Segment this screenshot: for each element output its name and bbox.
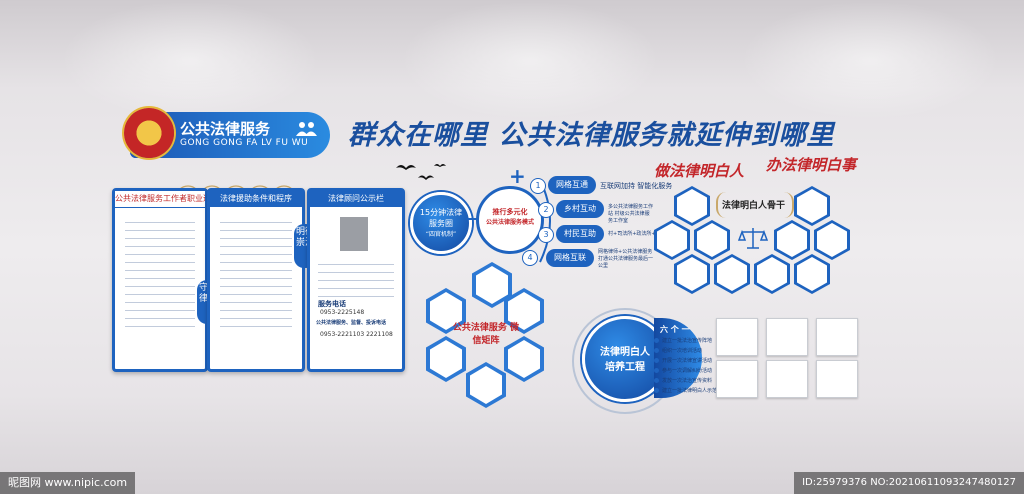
step-3-number: 3	[538, 227, 554, 243]
badge-bracket	[716, 192, 794, 218]
photo-frame-5	[766, 360, 808, 398]
honeycomb-9	[754, 254, 790, 294]
step-4-text: 网格律师+公共法律服务 打通公共法律服务最后一公里	[598, 249, 654, 269]
program-item-6: 建立一批法律明白人示范户	[662, 388, 723, 394]
scales-of-justice-icon	[738, 228, 768, 249]
photo-frame-1	[716, 318, 758, 356]
list-dot-3	[654, 358, 659, 363]
service-circle-line1: 15分钟法律	[419, 208, 463, 217]
watermark-left: 昵图网 www.nipic.com	[0, 472, 136, 494]
program-item-4: 参与一次调解纠纷活动	[662, 368, 713, 374]
connector-line	[466, 218, 478, 220]
ethics-panel-text	[125, 215, 195, 329]
page-title: 群众在哪里 公共法律服务就延伸到哪里	[348, 120, 835, 151]
program-item-5: 发放一次法治宣传资料	[662, 378, 713, 384]
slogan-1: 做法律明白人	[654, 162, 745, 180]
honeycomb-1	[674, 186, 710, 226]
photo-frame-2	[766, 318, 808, 356]
step-2-text: 多公共法律服务工作站 村级公共法律服务工作室	[608, 204, 654, 224]
list-dot-6	[654, 388, 659, 393]
photo-frame-6	[816, 360, 858, 398]
badge-label: 法律明白人骨干	[722, 201, 786, 211]
service-circle-line2: 服务圈	[429, 219, 453, 228]
program-line2: 培养工程	[605, 362, 645, 373]
hex-center-text: 公共法律服务 微信矩阵	[452, 323, 520, 346]
model-circle: 推行多元化 公共法律服务模式	[476, 186, 544, 254]
national-emblem-icon	[124, 108, 174, 158]
step-1-text: 互联网加持 智能化服务	[600, 182, 673, 190]
service-circle-sub: “四官机制”	[425, 231, 457, 238]
plus-icon: +	[509, 164, 526, 188]
hex-center-label: 公共法律服务 微信矩阵	[452, 320, 520, 346]
photo-frame-3	[816, 318, 858, 356]
complaint-phone-number: 0953-2221103 2221108	[320, 331, 393, 338]
legal-aid-panel-text	[220, 215, 292, 329]
service-phone-title: 服务电话	[318, 300, 346, 308]
ethics-panel-title: 公共法律服务工作者职业道德规范	[115, 191, 205, 208]
watermark-right: ID:25979376 NO:20210611093247480127	[794, 472, 1024, 494]
honeycomb-7	[674, 254, 710, 294]
list-dot-2	[654, 348, 659, 353]
hex-item-6	[466, 362, 506, 408]
program-circle: 法律明白人 培养工程	[582, 316, 668, 402]
honeycomb-3	[654, 220, 690, 260]
program-line1: 法律明白人	[600, 347, 650, 358]
step-2-number: 2	[538, 202, 554, 218]
wall-light-2	[400, 0, 660, 120]
people-icon	[296, 122, 317, 136]
wall-light-1	[60, 0, 320, 120]
program-item-2: 组织一次培训活动	[662, 348, 703, 354]
model-circle-line2: 公共法律服务模式	[485, 219, 534, 226]
step-1-label: 网格互通	[548, 176, 596, 194]
six-ones-label: 六 个 一	[660, 325, 690, 334]
program-item-3: 开展一次法律宣讲活动	[662, 358, 713, 364]
list-dot-5	[654, 378, 659, 383]
advisor-text	[318, 257, 394, 297]
program-item-1: 建立一批法治宣传阵地	[662, 338, 713, 344]
step-2-label: 乡村互动	[556, 200, 604, 218]
step-4-label: 网格互联	[546, 249, 594, 267]
step-3-label: 村民互助	[556, 225, 604, 243]
service-circle: 15分钟法律 服务圈 “四官机制”	[410, 192, 472, 254]
service-phone-number: 0953-2225148	[320, 309, 365, 316]
wall-light-3	[740, 0, 1000, 120]
step-1-number: 1	[530, 178, 546, 194]
honeycomb-6	[814, 220, 850, 260]
brand-pinyin: GONG GONG FA LV FU WU	[180, 138, 309, 148]
list-dot-4	[654, 368, 659, 373]
model-circle-line1: 推行多元化	[492, 208, 528, 216]
slogan-2: 办法律明白事	[766, 156, 857, 174]
list-dot-1	[654, 338, 659, 343]
legal-advisor-panel-title: 法律顾问公示栏	[310, 191, 402, 207]
legal-aid-panel: 法律援助条件和程序	[207, 188, 305, 372]
honeycomb-10	[794, 254, 830, 294]
honeycomb-5	[774, 220, 810, 260]
step-4-number: 4	[522, 250, 538, 266]
complaint-phone-title: 公共法律服务、监督、投诉电话	[316, 320, 387, 326]
legal-aid-panel-title: 法律援助条件和程序	[210, 191, 302, 207]
honeycomb-2	[794, 186, 830, 226]
brand-name: 公共法律服务	[180, 120, 271, 138]
step-3-text: 村+司法所+政法所+律师事务所	[608, 231, 681, 237]
birds-icon	[396, 164, 446, 180]
honeycomb-8	[714, 254, 750, 294]
ethics-panel: 公共法律服务工作者职业道德规范	[112, 188, 208, 372]
advisor-photo	[340, 217, 368, 251]
legal-advisor-panel: 法律顾问公示栏 服务电话 0953-2225148 公共法律服务、监督、投诉电话…	[307, 188, 405, 372]
honeycomb-4	[694, 220, 730, 260]
photo-frame-4	[716, 360, 758, 398]
